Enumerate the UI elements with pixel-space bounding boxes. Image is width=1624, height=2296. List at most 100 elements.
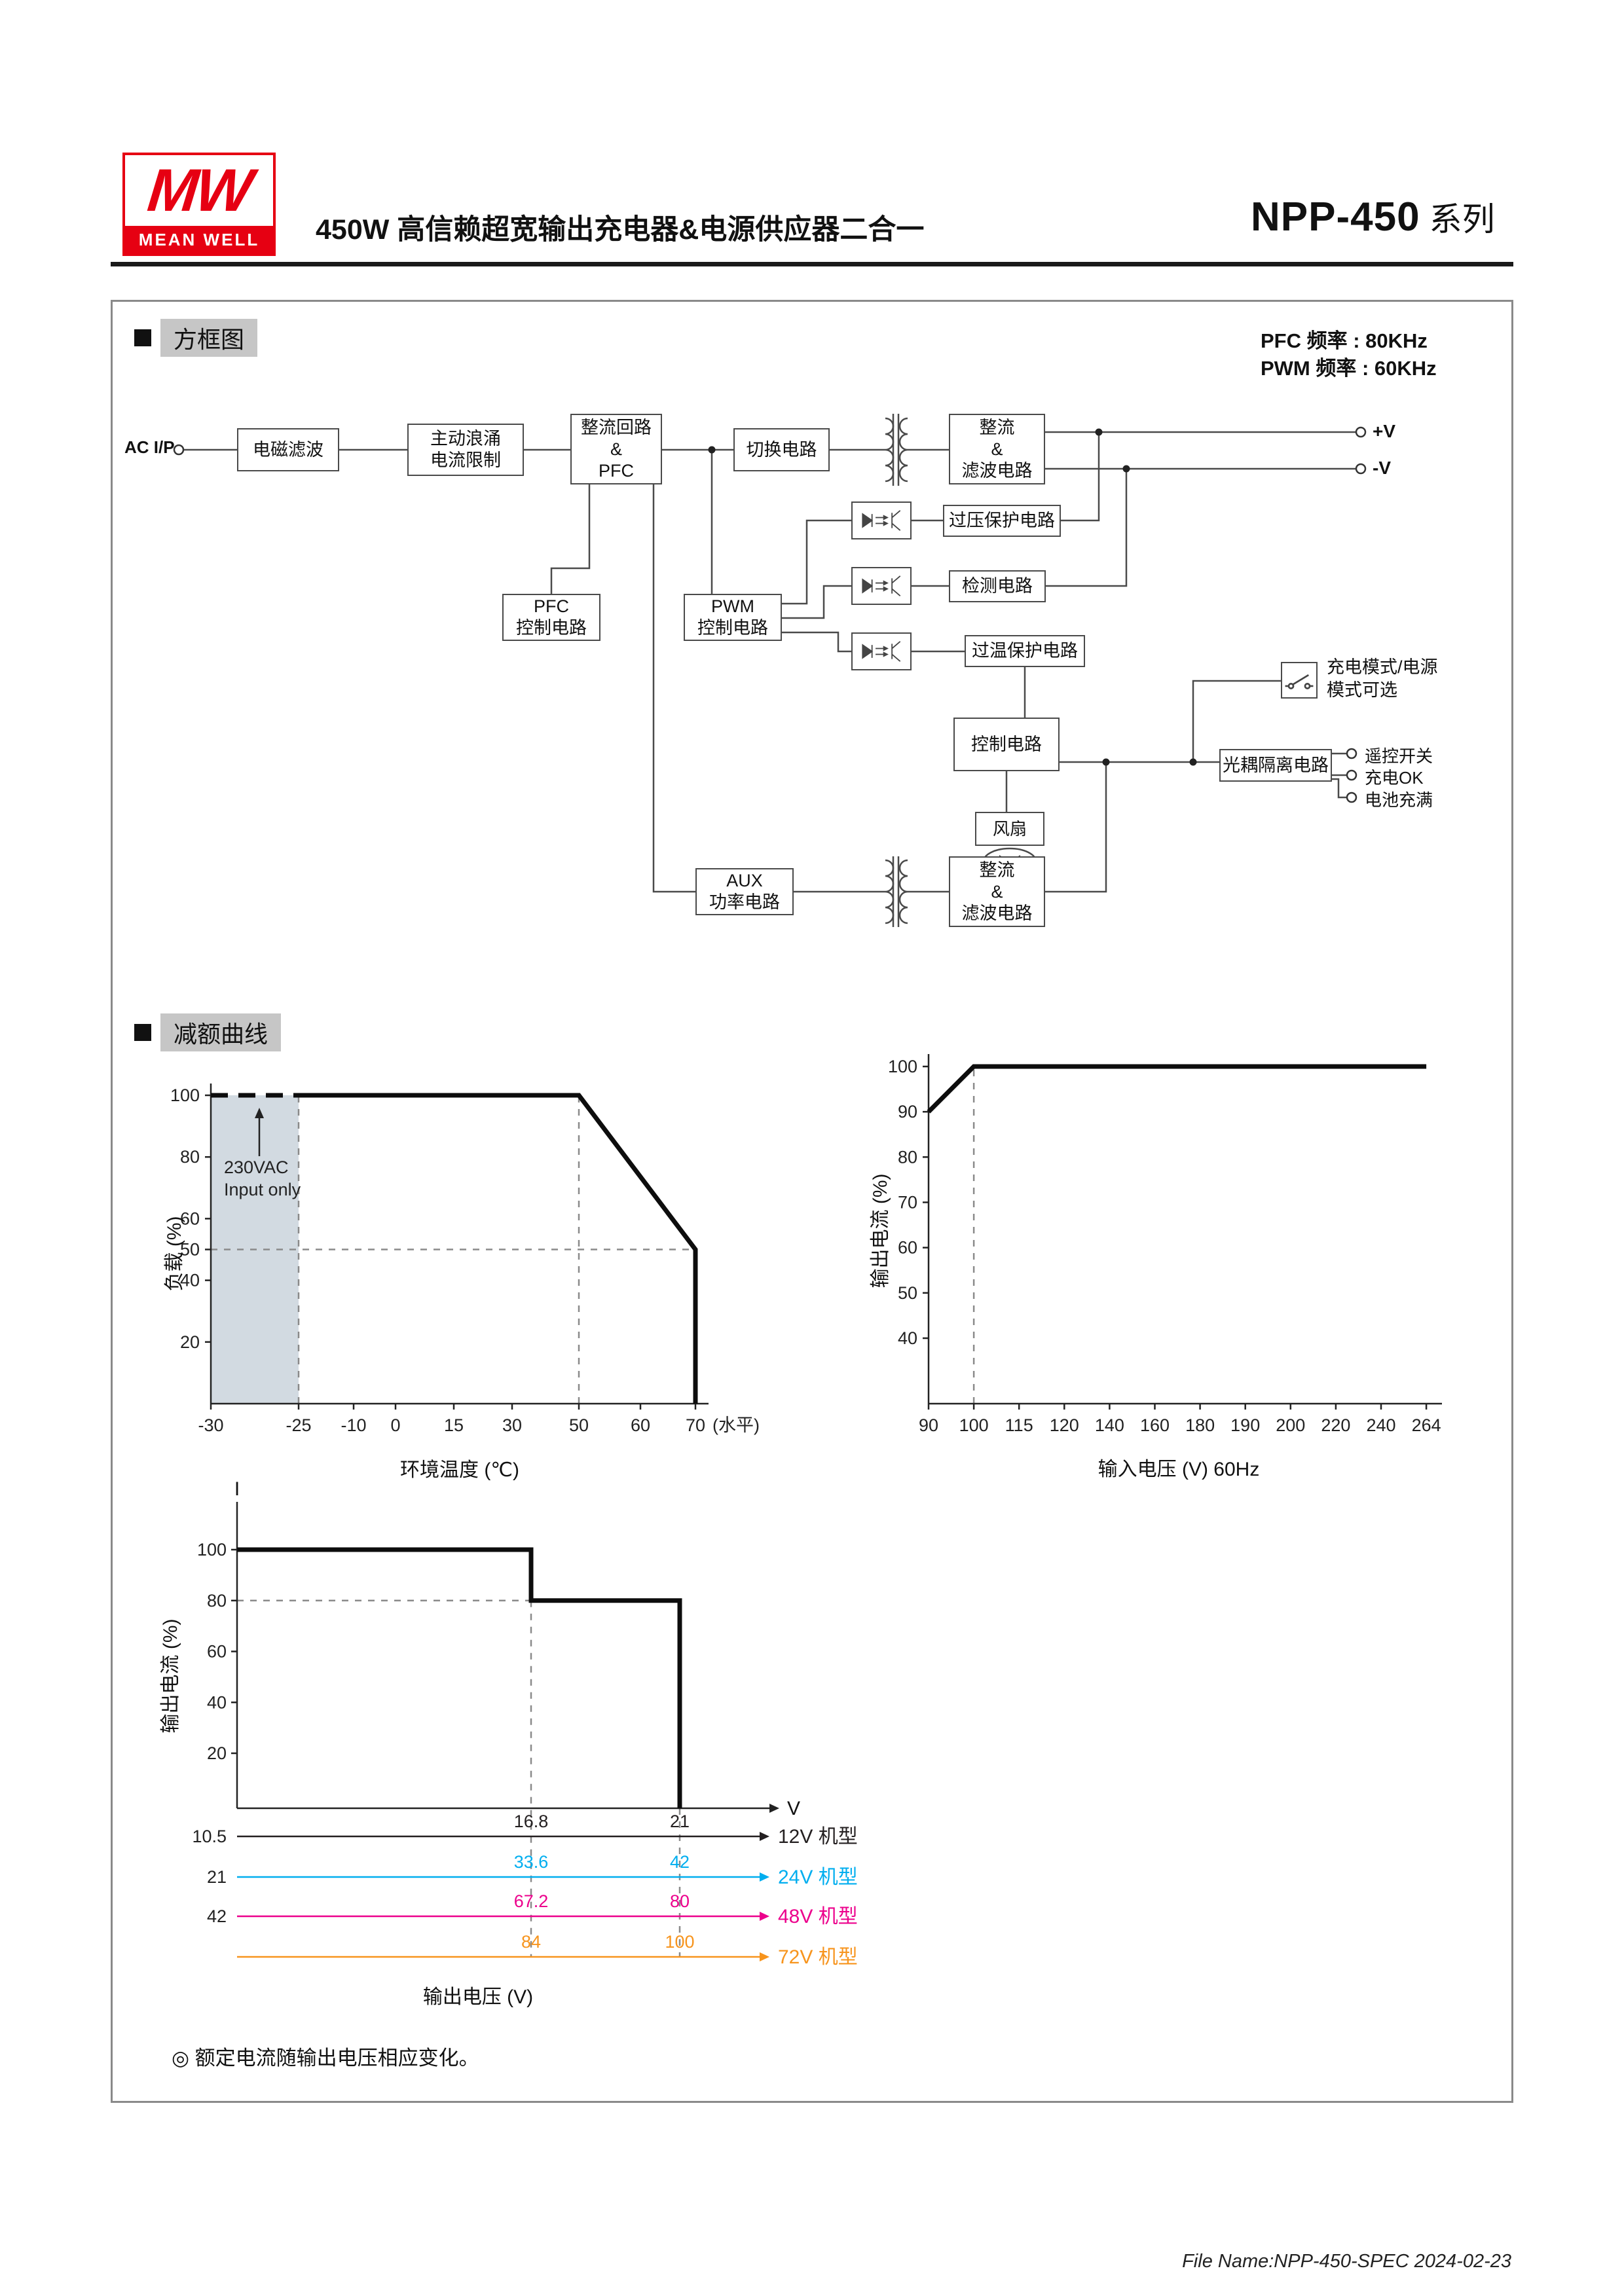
connector-wires — [183, 431, 1356, 893]
y-tick-label: 90 — [898, 1102, 917, 1121]
y-tick-label: 40 — [180, 1271, 200, 1290]
y-tick-label: 40 — [207, 1692, 227, 1712]
aux-transformer-icon — [885, 856, 908, 927]
breakpoint-value: 33.6 — [514, 1852, 549, 1872]
row-tick-label: 42 — [207, 1906, 227, 1926]
breakpoint-value: 84 — [521, 1932, 541, 1952]
breakpoint-value: 100 — [665, 1932, 694, 1952]
terminal-charge-ok: 充电OK — [1365, 768, 1424, 788]
current-step-curve — [237, 1547, 682, 1808]
y-tick-label: 60 — [180, 1209, 200, 1228]
block-emi-filter: 电磁滤波 — [237, 428, 339, 471]
section-derating-curves: 减额曲线 — [134, 1013, 282, 1051]
terminal-vminus: -V — [1373, 458, 1391, 478]
derating-curve — [927, 1064, 1427, 1114]
pwm-frequency: PWM 频率 : 60KHz — [1261, 357, 1437, 380]
y-axis-top-label: I — [234, 1478, 240, 1500]
arrow-head — [255, 1108, 264, 1118]
x-tick-label: 264 — [1412, 1415, 1441, 1435]
optocoupler-icon — [851, 632, 912, 670]
y-axis-label: 输出电流 (%) — [870, 1174, 891, 1288]
section-bullet-icon — [134, 1024, 151, 1041]
terminal-remote: 遥控开关 — [1365, 746, 1433, 766]
section-label: 方框图 — [160, 319, 258, 357]
x-tick-label: -30 — [198, 1415, 223, 1435]
x-tick-label: 220 — [1321, 1415, 1350, 1435]
y-tick-label: 60 — [207, 1642, 227, 1662]
derating-curve — [299, 1093, 698, 1404]
model-label: 72V 机型 — [778, 1946, 858, 1968]
x-tick-label: 190 — [1230, 1415, 1260, 1435]
x-tick-label: 100 — [959, 1415, 989, 1435]
y-tick-label: 50 — [898, 1283, 917, 1303]
block-aux-power: AUX 功率电路 — [695, 868, 794, 915]
optocoupler-icon — [851, 501, 912, 539]
y-tick-label: 80 — [180, 1147, 200, 1167]
annotation: Input only — [224, 1180, 301, 1199]
x-axis-label: 输出电压 (V) — [423, 1986, 533, 2008]
v-axis-label: V — [787, 1798, 800, 1819]
meanwell-logo: MW MEAN WELL — [122, 153, 276, 256]
switching-frequencies: PFC 频率 : 80KHz PWM 频率 : 60KHz — [1261, 327, 1437, 382]
x-tick-label: 115 — [1005, 1415, 1033, 1435]
x-tick-label: 15 — [444, 1415, 464, 1435]
section-label: 减额曲线 — [160, 1013, 282, 1051]
series-name: NPP-450 — [1251, 194, 1420, 240]
opto-symbol — [862, 575, 901, 596]
row-tick-label: 21 — [207, 1867, 227, 1887]
block-fan: 风扇 — [975, 812, 1044, 846]
logo-wordmark: MEAN WELL — [125, 226, 273, 253]
x-tick-label: -10 — [341, 1415, 366, 1435]
x-tick-label: 240 — [1366, 1415, 1395, 1435]
y-tick-label: 60 — [898, 1238, 917, 1258]
breakpoint-value: 21 — [670, 1812, 690, 1831]
y-tick-label: 50 — [180, 1240, 200, 1260]
x-tick-label: 70 — [686, 1415, 705, 1435]
section-bullet-icon — [134, 329, 151, 346]
x-tick-label: 200 — [1276, 1415, 1305, 1435]
page-title: 450W 高信赖超宽输出充电器&电源供应器二合一 — [316, 214, 925, 246]
x-tick-label: 90 — [919, 1415, 938, 1435]
opto-symbol — [862, 641, 901, 662]
block-detection: 检测电路 — [949, 570, 1046, 602]
switch-symbol — [1285, 674, 1314, 689]
row-tick-label: 10.5 — [192, 1827, 227, 1846]
block-rectifier-filter: 整流 & 滤波电路 — [949, 414, 1045, 484]
x-tick-label: 140 — [1095, 1415, 1124, 1435]
header-rule — [111, 262, 1513, 266]
y-tick-label: 80 — [898, 1147, 917, 1167]
mode-select-label: 充电模式/电源 模式可选 — [1327, 657, 1438, 700]
block-rectifier-pfc: 整流回路 & PFC — [570, 414, 662, 484]
x-tick-label: 60 — [631, 1415, 650, 1435]
series-suffix: 系列 — [1429, 201, 1495, 238]
optocoupler-icon — [851, 567, 912, 605]
series-title: NPP-450 系列 — [1251, 193, 1495, 240]
x-tick-label: -25 — [286, 1415, 311, 1435]
y-axis-label: 输出电流 (%) — [160, 1619, 181, 1734]
breakpoint-value: 16.8 — [514, 1812, 549, 1831]
x-axis-label: 输入电压 (V) 60Hz — [1098, 1459, 1260, 1480]
block-otp: 过温保护电路 — [965, 635, 1085, 667]
model-label: 12V 机型 — [778, 1826, 858, 1848]
breakpoint-value: 67.2 — [514, 1891, 549, 1911]
x-tick-label: 120 — [1050, 1415, 1079, 1435]
block-pwm-control: PWM 控制电路 — [684, 594, 782, 641]
block-ovp: 过压保护电路 — [943, 505, 1061, 537]
y-tick-label: 40 — [898, 1328, 917, 1348]
x-tick-label: 30 — [502, 1415, 522, 1435]
junction-dots — [708, 428, 1197, 766]
x-tick-label: 180 — [1185, 1415, 1215, 1435]
x-axis-suffix: (水平) — [712, 1415, 760, 1435]
block-inrush-limiter: 主动浪涌 电流限制 — [407, 424, 524, 476]
chart-input-voltage-derating: 90 100 115 120 140 160 180 190 200 220 240 264 40 50 6… — [870, 1054, 1442, 1480]
x-tick-label: 160 — [1140, 1415, 1170, 1435]
block-opto-isolation: 光耦隔离电路 — [1219, 749, 1332, 782]
y-tick-label: 80 — [207, 1591, 227, 1611]
x-tick-label: 50 — [569, 1415, 589, 1435]
ac-input-label: AC I/P — [124, 437, 175, 457]
pfc-frequency: PFC 频率 : 80KHz — [1261, 329, 1428, 352]
mode-switch-icon — [1281, 662, 1318, 699]
y-tick-label: 20 — [207, 1743, 227, 1763]
